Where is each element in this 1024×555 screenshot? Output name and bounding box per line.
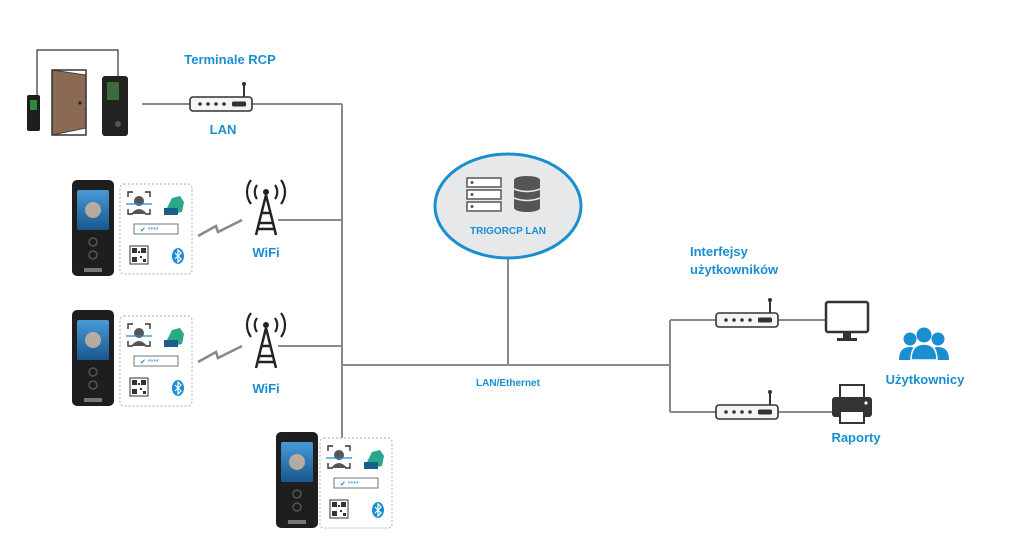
wifi-label-1: WiFi	[252, 245, 279, 260]
wifi-label-2: WiFi	[252, 381, 279, 396]
database-icon	[513, 176, 541, 212]
feature-box	[119, 315, 193, 407]
door-icon	[51, 69, 87, 136]
router-icon	[715, 389, 779, 420]
wifi-tower-icon	[245, 311, 287, 370]
reports-label: Raporty	[831, 430, 881, 445]
card-reader-icon	[27, 95, 40, 131]
terminal-device-icon	[275, 431, 319, 529]
wifi-tower-icon	[245, 178, 287, 237]
card-reader-icon	[102, 76, 128, 136]
lan-label: LAN	[210, 122, 237, 137]
feature-box	[119, 183, 193, 275]
users-icon	[899, 327, 949, 361]
server-label: TRIGORCP LAN	[470, 226, 546, 237]
router-icon	[189, 81, 253, 112]
feature-box	[319, 437, 393, 529]
wireless-signal-icon	[196, 218, 244, 238]
users-label: Użytkownicy	[886, 372, 966, 387]
router-icon	[715, 297, 779, 328]
wireless-signal-icon	[196, 344, 244, 364]
terminals-title: Terminale RCP	[184, 52, 276, 67]
door-access-group	[27, 49, 128, 136]
server-node	[433, 152, 583, 260]
interfaces-label-line2: użytkowników	[690, 262, 779, 277]
monitor-icon	[824, 300, 870, 341]
terminal-device-icon	[71, 309, 115, 407]
interfaces-label-line1: Interfejsy	[690, 244, 749, 259]
printer-icon	[832, 384, 872, 424]
terminal-device-icon	[71, 179, 115, 277]
network-lines	[142, 103, 832, 445]
server-icon	[466, 177, 502, 212]
ethernet-label: LAN/Ethernet	[476, 378, 541, 389]
